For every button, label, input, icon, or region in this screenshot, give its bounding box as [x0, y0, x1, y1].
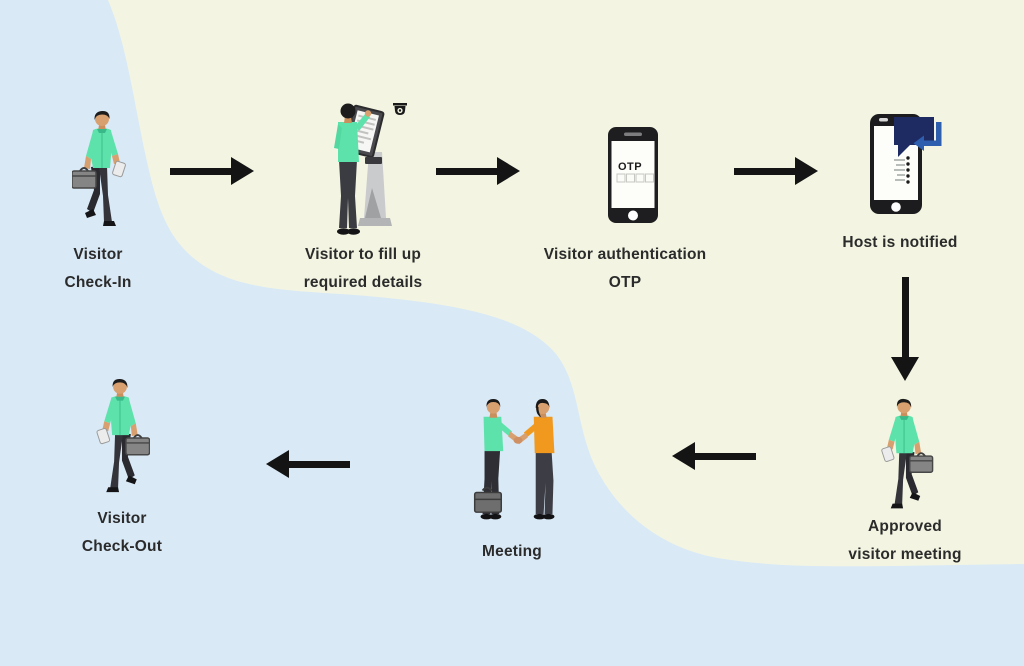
- label-visitor-check-in: Visitor Check-In: [0, 241, 223, 297]
- figure-host-notified-phone: [868, 112, 946, 216]
- flow-arrow-left-2: [266, 450, 350, 478]
- label-line-1: Visitor: [73, 246, 123, 263]
- label-visitor-check-out: Visitor Check-Out: [0, 505, 247, 561]
- otp-phone-icon: OTP: [608, 127, 658, 223]
- signal-ticks: [894, 156, 910, 184]
- flow-arrow-right-3: [734, 157, 818, 185]
- chat-bubble-icon: [894, 117, 934, 157]
- visitor-at-kiosk-icon: [334, 103, 392, 235]
- figure-approved-visitor: [876, 398, 934, 516]
- flow-arrow-right-2: [436, 157, 520, 185]
- reply-arrow-icon: [913, 122, 942, 151]
- flow-arrow-left-1: [672, 442, 756, 470]
- handshake-meeting-icon: [473, 398, 555, 520]
- notification-phone-icon: [870, 114, 942, 214]
- label-line-2: required details: [303, 274, 423, 291]
- figure-visitor-at-kiosk: [312, 100, 400, 240]
- figure-meeting-handshake: [468, 398, 568, 524]
- label-line-1: Visitor authentication: [543, 246, 707, 263]
- label-line-2: visitor meeting: [848, 546, 962, 563]
- cctv-camera-icon: [393, 103, 407, 115]
- label-host-notified: Host is notified: [775, 229, 1024, 257]
- label-line-1: Host is notified: [842, 234, 958, 251]
- flow-arrow-right-1: [170, 157, 254, 185]
- figure-visitor-check-out: [92, 378, 150, 500]
- label-meeting: Meeting: [387, 538, 637, 566]
- label-line-2: Check-In: [64, 274, 132, 291]
- label-line-2: OTP: [608, 274, 642, 291]
- label-approved-visitor-meeting: Approved visitor meeting: [780, 513, 1024, 569]
- label-line-1: Visitor: [97, 510, 147, 527]
- walking-visitor-icon: [72, 110, 126, 226]
- figure-visitor-check-in: [72, 110, 130, 234]
- label-line-1: Visitor to fill up: [304, 246, 422, 263]
- walking-visitor-icon: [881, 398, 934, 509]
- label-visitor-authentication-otp: Visitor authentication OTP: [500, 241, 750, 297]
- label-line-1: Meeting: [482, 543, 542, 560]
- otp-screen-text: OTP: [618, 161, 642, 173]
- flow-arrow-down: [891, 277, 919, 381]
- label-line-2: Check-Out: [81, 538, 163, 555]
- label-line-1: Approved: [868, 518, 942, 535]
- label-fill-required-details: Visitor to fill up required details: [238, 241, 488, 297]
- figure-otp-phone: OTP: [607, 126, 659, 224]
- walking-visitor-icon: [96, 378, 150, 493]
